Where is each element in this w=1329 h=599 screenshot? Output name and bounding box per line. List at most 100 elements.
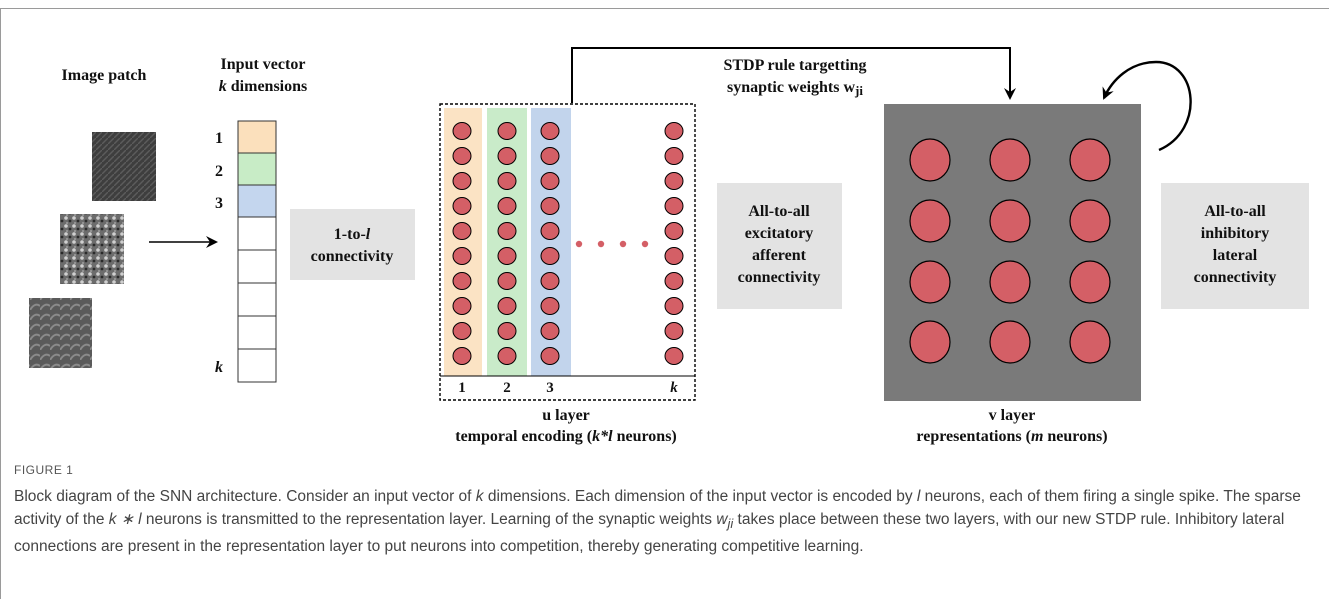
u-neuron <box>664 147 684 165</box>
v-neuron <box>909 320 951 364</box>
u-neuron <box>664 222 684 240</box>
v-layer-neurons <box>909 138 1111 364</box>
v-neuron <box>989 199 1031 243</box>
ellipsis-dot <box>575 240 583 248</box>
u-layer-title: u layer <box>542 407 590 424</box>
u-neuron <box>497 247 517 265</box>
u-neuron <box>452 122 472 140</box>
u-neuron <box>452 222 472 240</box>
u-neuron <box>497 172 517 190</box>
vector-cell <box>237 216 277 251</box>
col-label-k: k <box>670 380 678 396</box>
v-neuron <box>989 320 1031 364</box>
vector-cell-1 <box>237 120 277 154</box>
caption-text: Block diagram of the SNN architecture. C… <box>14 488 1301 556</box>
row-label-2: 2 <box>215 163 223 180</box>
vector-cell <box>237 249 277 284</box>
ellipsis-dot <box>597 240 605 248</box>
excitatory-line3: afferent <box>752 247 807 264</box>
vector-cell <box>237 315 277 350</box>
u-layer-border <box>439 103 696 401</box>
input-vector-title: Input vector <box>221 56 306 73</box>
v-neuron <box>909 138 951 182</box>
ellipsis-dot <box>619 240 627 248</box>
ellipsis-dot <box>641 240 649 248</box>
u-neuron <box>497 197 517 215</box>
u-neuron <box>664 197 684 215</box>
u-neuron <box>664 172 684 190</box>
figure-caption: FIGURE 1 Block diagram of the SNN archit… <box>14 463 1309 558</box>
vector-cell-k <box>237 348 277 383</box>
u-neuron <box>540 147 560 165</box>
vector-cell-3 <box>237 184 277 218</box>
figure-frame <box>0 8 1329 599</box>
v-layer-subtitle: representations (m neurons) <box>916 428 1107 445</box>
inhibitory-line1: All-to-all <box>1204 203 1266 220</box>
u-neuron <box>664 297 684 315</box>
figure-label: FIGURE 1 <box>14 463 74 477</box>
u-neuron <box>540 122 560 140</box>
image-patch-1 <box>92 132 156 201</box>
u-neuron <box>497 297 517 315</box>
row-label-k: k <box>215 359 223 376</box>
u-layer-neurons <box>452 122 684 365</box>
one-to-l-line2: connectivity <box>311 248 394 265</box>
row-label-1: 1 <box>215 130 223 147</box>
excitatory-line2: excitatory <box>745 225 813 242</box>
u-neuron <box>540 322 560 340</box>
u-neuron <box>497 147 517 165</box>
row-label-3: 3 <box>215 195 223 212</box>
u-neuron <box>540 222 560 240</box>
excitatory-box <box>717 183 842 309</box>
v-neuron <box>989 138 1031 182</box>
u-neuron <box>540 197 560 215</box>
u-neuron <box>540 347 560 365</box>
u-neuron <box>452 272 472 290</box>
v-layer-title: v layer <box>989 407 1036 424</box>
col-label-3: 3 <box>546 380 554 396</box>
u-neuron <box>540 297 560 315</box>
v-neuron <box>909 260 951 304</box>
one-to-l-line1: 1-to-l <box>334 226 371 243</box>
u-neuron <box>452 147 472 165</box>
stdp-label-line1: STDP rule targetting <box>723 57 866 74</box>
v-neuron <box>1069 138 1111 182</box>
u-neuron <box>497 272 517 290</box>
vector-cell-2 <box>237 152 277 186</box>
input-vector-dimensions: k dimensions <box>219 78 307 95</box>
v-neuron <box>989 260 1031 304</box>
lateral-inhibition-arrow <box>1102 60 1192 152</box>
snn-architecture-diagram: Image patch Input vector k dimensions 1 … <box>29 47 1309 445</box>
u-layer-ellipsis <box>575 240 649 248</box>
u-neuron <box>664 122 684 140</box>
stdp-label-line2: synaptic weights wji <box>727 79 863 98</box>
inhibitory-box <box>1161 183 1309 309</box>
u-neuron <box>497 222 517 240</box>
u-neuron <box>497 122 517 140</box>
input-vector <box>237 120 277 383</box>
u-neuron <box>497 347 517 365</box>
vector-cell <box>237 282 277 317</box>
u-neuron <box>540 247 560 265</box>
v-neuron <box>1069 260 1111 304</box>
col-label-2: 2 <box>503 380 511 396</box>
u-neuron <box>664 272 684 290</box>
u-layer-subtitle: temporal encoding (k*l neurons) <box>455 428 677 445</box>
image-patch-title: Image patch <box>62 67 147 84</box>
v-neuron <box>1069 199 1111 243</box>
inhibitory-line3: lateral <box>1213 247 1258 264</box>
u-neuron <box>540 172 560 190</box>
col-label-1: 1 <box>458 380 466 396</box>
excitatory-line1: All-to-all <box>748 203 810 220</box>
v-neuron <box>909 199 951 243</box>
stdp-arrow <box>571 47 1016 103</box>
excitatory-line4: connectivity <box>738 269 821 286</box>
u-neuron <box>452 322 472 340</box>
v-neuron <box>1069 320 1111 364</box>
u-neuron <box>497 322 517 340</box>
u-neuron <box>664 322 684 340</box>
u-neuron <box>540 272 560 290</box>
u-neuron <box>452 172 472 190</box>
u-neuron <box>452 347 472 365</box>
image-patch-3 <box>29 298 92 368</box>
